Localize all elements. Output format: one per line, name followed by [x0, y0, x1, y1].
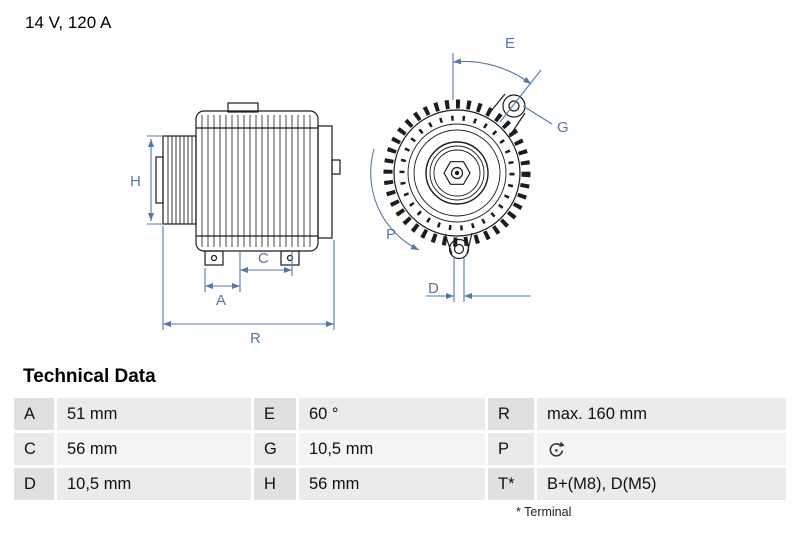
cell-val-D: 10,5 mm — [57, 468, 251, 500]
shaft-center-dot — [454, 170, 460, 176]
alternator-side-view — [155, 102, 341, 266]
side-view-dimensions — [147, 135, 335, 330]
cell-key-G: G — [254, 433, 296, 465]
cell-val-A: 51 mm — [57, 398, 251, 430]
pulley-groove-1 — [429, 145, 485, 201]
front-view-dimensions — [370, 53, 553, 302]
terminal-footnote: * Terminal — [516, 505, 572, 519]
foot-hole-left — [210, 254, 218, 262]
cell-key-P: P — [488, 433, 534, 465]
technical-data-table: A 51 mm E 60 ° R max. 160 mm C 56 mm G 1… — [14, 398, 786, 500]
dim-label-P: P — [386, 226, 396, 243]
cell-val-C: 56 mm — [57, 433, 251, 465]
dim-label-E: E — [505, 35, 515, 52]
bottom-lug — [448, 238, 470, 260]
cell-val-G: 10,5 mm — [299, 433, 485, 465]
dim-E-angled — [499, 69, 542, 123]
cell-key-D: D — [14, 468, 54, 500]
mounting-foot-right — [280, 250, 300, 266]
top-lug-arms — [486, 93, 526, 138]
cell-key-C: C — [14, 433, 54, 465]
rotation-cw-icon — [549, 441, 565, 457]
inner-ring-1 — [407, 123, 507, 223]
mounting-foot-left — [204, 250, 224, 266]
bottom-lug-arms — [444, 232, 473, 255]
fan-teeth-ring — [383, 99, 531, 247]
dim-E-arc — [452, 58, 532, 85]
table-title: Technical Data — [23, 366, 156, 387]
cell-key-R: R — [488, 398, 534, 430]
terminal-stud — [331, 159, 341, 175]
dim-label-R: R — [250, 330, 261, 347]
inner-ring-2 — [413, 129, 501, 217]
cell-val-E: 60 ° — [299, 398, 485, 430]
top-lug — [502, 94, 526, 118]
dim-P-rotation-arc — [370, 148, 420, 251]
spec-heading: 14 V, 120 A — [25, 13, 112, 32]
pulley-shaft-cap — [155, 156, 164, 204]
cell-val-H: 56 mm — [299, 468, 485, 500]
top-boss — [227, 102, 259, 113]
dim-R-extensions — [162, 226, 335, 330]
cell-val-R: max. 160 mm — [537, 398, 786, 430]
dim-label-D: D — [428, 280, 439, 297]
pulley-groove-2 — [433, 149, 481, 197]
body-bands — [196, 127, 318, 237]
housing-circle — [393, 109, 521, 237]
dim-D-extensions — [453, 258, 465, 302]
pulley-rim — [425, 141, 489, 205]
dim-label-A: A — [216, 292, 226, 309]
cell-key-E: E — [254, 398, 296, 430]
cell-key-A: A — [14, 398, 54, 430]
cell-key-H: H — [254, 468, 296, 500]
pulley-ribs — [167, 136, 193, 224]
technical-drawing: H A C R — [130, 35, 569, 347]
dim-H-extensions — [147, 135, 163, 225]
vent-tick-ring — [399, 115, 515, 231]
cell-val-P — [537, 433, 786, 465]
bottom-lug-hole — [453, 243, 465, 255]
dim-label-G: G — [557, 119, 569, 136]
shaft-hex-nut — [443, 161, 471, 185]
cooling-fins — [201, 115, 311, 247]
dim-label-C: C — [258, 250, 269, 267]
rear-bracket — [317, 125, 333, 239]
dim-label-H: H — [130, 173, 141, 190]
dim-G-leader — [522, 105, 553, 125]
cell-val-T: B+(M8), D(M5) — [537, 468, 786, 500]
alternator-front-view — [383, 93, 531, 260]
cell-key-T: T* — [488, 468, 534, 500]
shaft-center — [450, 166, 464, 180]
top-lug-hole — [508, 100, 520, 112]
